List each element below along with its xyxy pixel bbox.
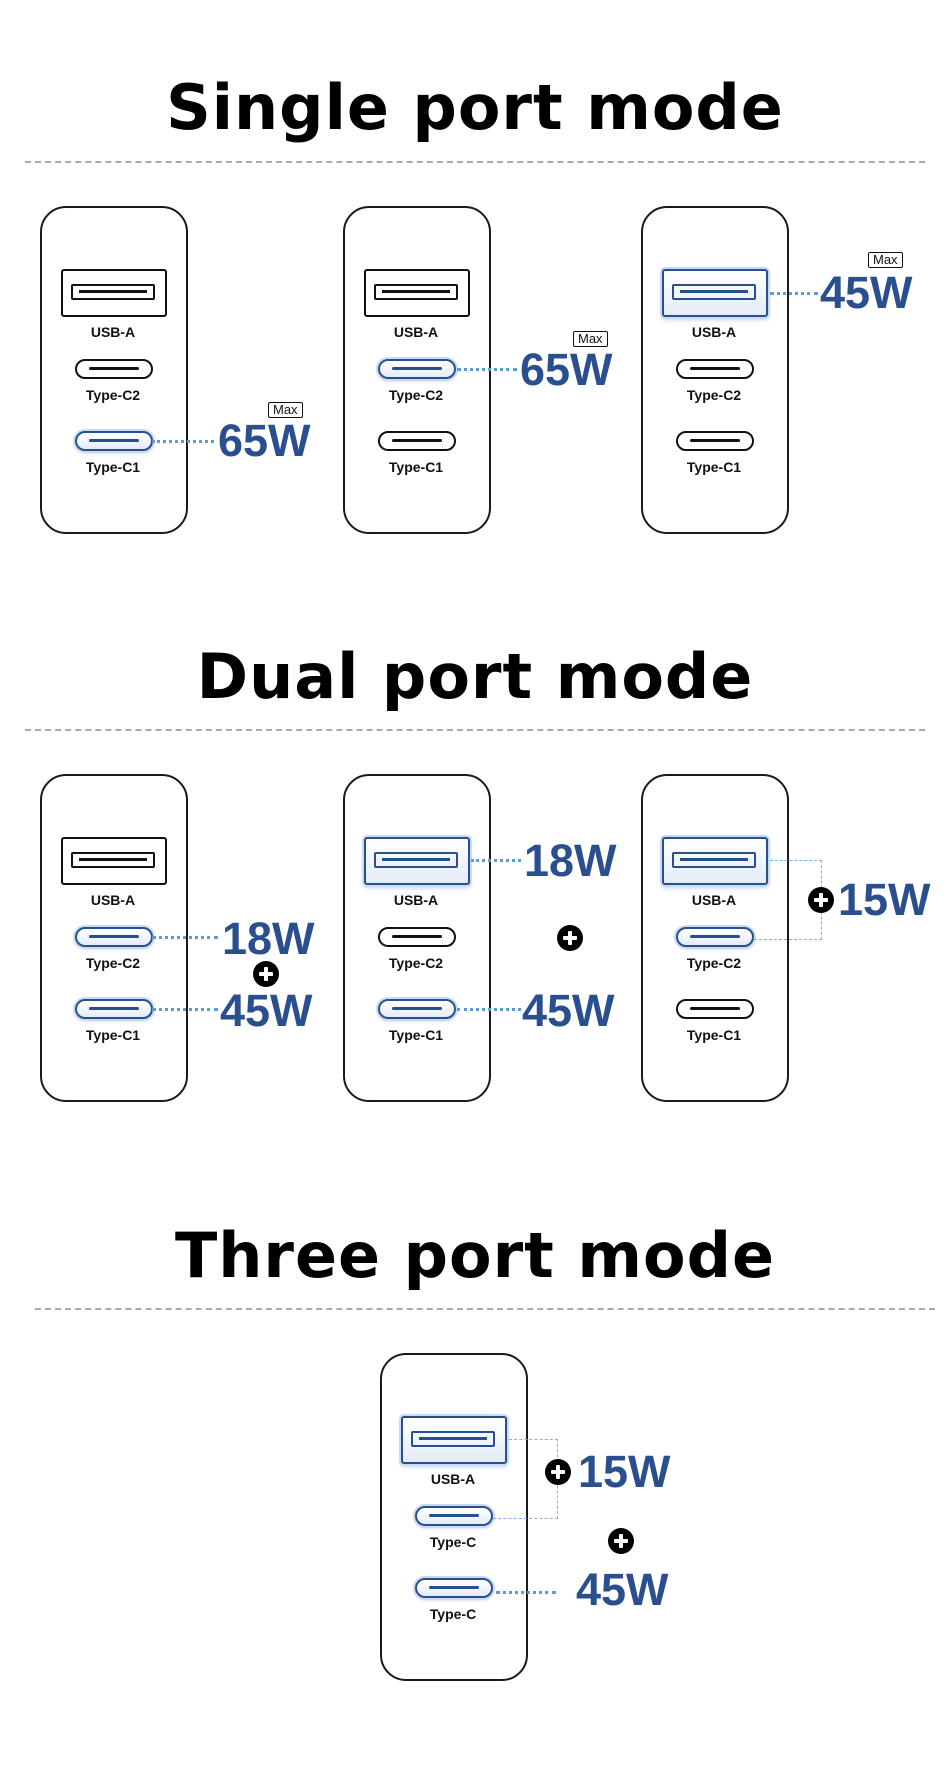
port-label: Type-C (429, 1606, 477, 1622)
type-c1-port (676, 999, 754, 1019)
type-c1-port-active (378, 999, 456, 1019)
type-c2-port-active (378, 359, 456, 379)
section-title-three: Three port mode (174, 1219, 776, 1292)
divider (25, 161, 925, 163)
type-c1-port-active (75, 431, 153, 451)
type-c1-port-active (75, 999, 153, 1019)
max-badge: Max (268, 402, 303, 418)
plus-icon (545, 1459, 571, 1485)
port-label: Type-C2 (686, 387, 742, 403)
divider (25, 729, 925, 731)
connector-line (152, 440, 214, 443)
port-label: Type-C1 (388, 459, 444, 475)
charger-dual-1: USB-A Type-C2 Type-C1 (40, 774, 188, 1102)
charger-three: USB-A Type-C Type-C (380, 1353, 528, 1681)
port-label: USB-A (393, 324, 439, 340)
connector-line (152, 1008, 218, 1011)
usb-a-port (61, 269, 167, 317)
port-label: Type-C (429, 1534, 477, 1550)
connector-line (457, 1008, 521, 1011)
port-label: Type-C1 (686, 459, 742, 475)
connector-line (152, 936, 218, 939)
plus-icon (253, 961, 279, 987)
plus-icon (808, 887, 834, 913)
connector-line (509, 1439, 558, 1440)
port-label: USB-A (90, 324, 136, 340)
type-c2-port (75, 359, 153, 379)
section-title-dual: Dual port mode (196, 640, 754, 713)
usb-a-port (364, 269, 470, 317)
wattage-label: 45W (220, 985, 313, 1036)
port-label: USB-A (393, 892, 439, 908)
connector-line (770, 292, 818, 295)
plus-icon (557, 925, 583, 951)
port-label: Type-C1 (686, 1027, 742, 1043)
connector-line (496, 1591, 556, 1594)
port-label: Type-C1 (85, 1027, 141, 1043)
usb-a-port-active (662, 269, 768, 317)
charger-single-1: USB-A Type-C2 Type-C1 (40, 206, 188, 534)
max-badge: Max (868, 252, 903, 268)
connector-line (770, 860, 822, 861)
port-label: Type-C2 (686, 955, 742, 971)
port-label: USB-A (691, 892, 737, 908)
type-c2-port (378, 927, 456, 947)
section-title-single: Single port mode (166, 71, 784, 144)
charger-single-3: USB-A Type-C2 Type-C1 (641, 206, 789, 534)
port-label: USB-A (90, 892, 136, 908)
port-label: Type-C1 (85, 459, 141, 475)
wattage-label: 45W (522, 985, 615, 1036)
wattage-label: 65W (218, 415, 311, 466)
plus-icon (608, 1528, 634, 1554)
type-c1-port (378, 431, 456, 451)
type-c2-port-active (676, 927, 754, 947)
max-badge: Max (573, 331, 608, 347)
charger-dual-2: USB-A Type-C2 Type-C1 (343, 774, 491, 1102)
wattage-label: 45W (576, 1564, 669, 1615)
type-c-port-active (415, 1578, 493, 1598)
usb-a-port-active (401, 1416, 507, 1464)
type-c1-port (676, 431, 754, 451)
type-c2-port-active (75, 927, 153, 947)
port-label: Type-C1 (388, 1027, 444, 1043)
port-label: Type-C2 (388, 955, 444, 971)
connector-line (493, 1518, 558, 1519)
charger-dual-3: USB-A Type-C2 Type-C1 (641, 774, 789, 1102)
charger-single-2: USB-A Type-C2 Type-C1 (343, 206, 491, 534)
type-c2-port (676, 359, 754, 379)
divider (35, 1308, 935, 1310)
port-label: Type-C2 (388, 387, 444, 403)
usb-a-port-active (364, 837, 470, 885)
usb-a-port-active (662, 837, 768, 885)
connector-line (471, 859, 521, 862)
wattage-label: 65W (520, 344, 613, 395)
port-label: Type-C2 (85, 955, 141, 971)
port-label: USB-A (430, 1471, 476, 1487)
connector-line (457, 368, 517, 371)
port-label: Type-C2 (85, 387, 141, 403)
wattage-label: 18W (222, 913, 315, 964)
usb-a-port (61, 837, 167, 885)
connector-line (754, 939, 822, 940)
wattage-label: 18W (524, 835, 617, 886)
type-c-port-active (415, 1506, 493, 1526)
wattage-label: 15W (838, 874, 931, 925)
wattage-label: 45W (820, 267, 913, 318)
port-label: USB-A (691, 324, 737, 340)
wattage-label: 15W (578, 1446, 671, 1497)
